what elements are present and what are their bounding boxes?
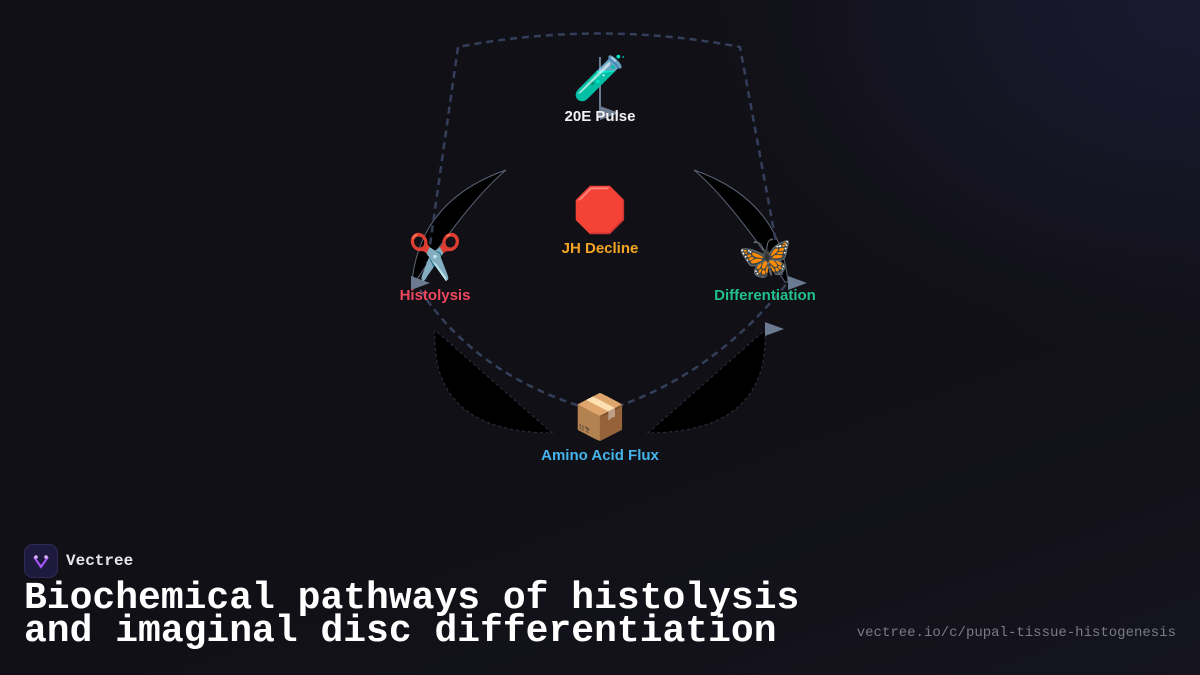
node-differentiation: 🦋 Differentiation — [714, 233, 816, 304]
node-jh-decline: 🛑 JH Decline — [562, 186, 639, 257]
source-url[interactable]: vectree.io/c/pupal-tissue-histogenesis — [856, 625, 1176, 641]
arrowhead-differentiation — [788, 276, 807, 290]
arrowhead-pulse — [600, 106, 619, 120]
arrowhead-lower — [765, 322, 784, 336]
wedge-bottom-right — [646, 328, 766, 434]
arrowhead-histolysis — [411, 276, 430, 290]
stop-sign-icon: 🛑 — [572, 186, 628, 235]
vectree-logo-icon — [24, 544, 58, 578]
test-tube-icon: 🧪 — [572, 54, 628, 103]
node-label-histolysis: Histolysis — [399, 287, 471, 304]
node-20e-pulse: 🧪 20E Pulse — [565, 54, 636, 125]
brand-name: Vectree — [66, 552, 134, 570]
package-icon: 📦 — [572, 393, 628, 442]
node-amino-acid-flux: 📦 Amino Acid Flux — [541, 393, 659, 464]
node-label-20e-pulse: 20E Pulse — [564, 108, 636, 125]
edge-lower-arc — [418, 281, 789, 414]
edge-outer-loop — [423, 32, 785, 281]
node-label-jh-decline: JH Decline — [561, 240, 639, 257]
node-label-amino-acid-flux: Amino Acid Flux — [541, 447, 659, 464]
butterfly-icon: 🦋 — [737, 233, 793, 282]
page-title: Biochemical pathways of histolysis and i… — [24, 577, 800, 653]
wedge-top-right — [693, 169, 789, 283]
node-histolysis: ✂️ Histolysis — [400, 233, 471, 304]
wedge-bottom-left — [434, 328, 554, 434]
node-label-differentiation: Differentiation — [714, 287, 816, 304]
brand: Vectree — [24, 544, 133, 578]
scissors-icon: ✂️ — [407, 233, 463, 282]
